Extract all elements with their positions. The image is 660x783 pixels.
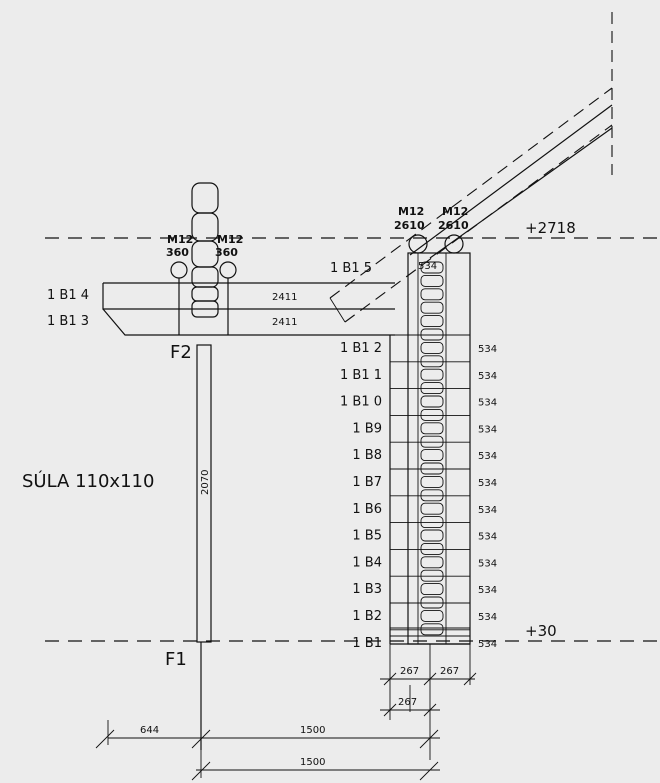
bolt-right-b-length: 2610 — [438, 219, 469, 232]
stack-length: 534 — [478, 451, 497, 462]
bolt-left-a-type: M12 — [167, 233, 193, 246]
stack-block — [420, 569, 444, 582]
stack-block — [420, 489, 444, 502]
stack-length: 534 — [478, 424, 497, 435]
stack-block — [420, 422, 444, 435]
beam-b14-label: 1 B1 4 — [47, 288, 89, 303]
stack-block — [420, 623, 444, 636]
rafter-dashed-lower — [344, 124, 613, 323]
beam-b14 — [102, 282, 395, 310]
stack-rows — [390, 261, 470, 636]
stack-block — [420, 315, 444, 328]
stack-block — [420, 261, 444, 274]
stack-label: 1 B4 — [352, 555, 382, 570]
column-length: 2070 — [200, 470, 211, 495]
stack-block — [420, 516, 444, 529]
dim-left-offset: 644 — [140, 725, 159, 736]
stack-label: 1 B1 — [352, 636, 382, 651]
beam-b15-label: 1 B1 5 — [330, 261, 372, 276]
stack-block — [420, 355, 444, 368]
stack-block — [420, 583, 444, 596]
stack-label: 1 B5 — [352, 529, 382, 544]
stack-label: 1 B1 0 — [340, 395, 382, 410]
stack-block — [420, 408, 444, 421]
stack-label: 1 B9 — [352, 421, 382, 436]
rafter-line-2 — [429, 127, 613, 259]
level-label-bottom: +30 — [525, 622, 557, 640]
stack-width-dims — [380, 644, 477, 760]
stack-length: 534 — [478, 585, 497, 596]
column-label: SÚLA 110x110 — [22, 470, 154, 492]
stack-block — [420, 475, 444, 488]
stack-label: 1 B8 — [352, 448, 382, 463]
stack-length: 534 — [478, 612, 497, 623]
bolt-left-a-length: 360 — [166, 246, 189, 259]
bolt-right-b — [444, 234, 464, 254]
rafter-line-1 — [409, 104, 613, 256]
stack-block — [420, 529, 444, 542]
stack-block — [420, 596, 444, 609]
dim-stack-w2: 267 — [440, 666, 459, 677]
stack-label: 1 B1 2 — [340, 341, 382, 356]
beam-b14-length: 2411 — [272, 292, 297, 303]
stack-block — [420, 382, 444, 395]
stack-block — [420, 462, 444, 475]
stack-block — [420, 449, 444, 462]
stack-block — [420, 301, 444, 314]
stack-length: 534 — [478, 558, 497, 569]
beam-b13-label: 1 B1 3 — [47, 314, 89, 329]
bolt-right-b-type: M12 — [442, 205, 468, 218]
beam-b13-length: 2411 — [272, 317, 297, 328]
stack-label: 1 B2 — [352, 609, 382, 624]
stack-block — [420, 288, 444, 301]
stack-block — [420, 368, 444, 381]
stack-block — [420, 502, 444, 515]
stack-block — [420, 556, 444, 569]
stack-length: 534 — [478, 639, 497, 650]
stack-label: 1 B1 1 — [340, 368, 382, 383]
node-f2-label: F2 — [170, 342, 192, 363]
stack-labels: 1 B1 2 534 1 B1 1 534 1 B1 0 534 1 B9 534 1 B8 53… — [340, 341, 497, 651]
stack-length: 534 — [478, 478, 497, 489]
dim-span-b: 1500 — [300, 757, 325, 768]
bolt-right-a-length: 2610 — [394, 219, 425, 232]
right-stack — [389, 252, 471, 645]
bottom-dims — [95, 720, 440, 781]
stack-length: 534 — [478, 344, 497, 355]
bolt-left-a — [170, 261, 188, 335]
rafter-dashed-upper — [329, 87, 613, 299]
beam-b15-length: 534 — [418, 261, 437, 272]
column — [196, 344, 212, 750]
bolt-left-b-length: 360 — [215, 246, 238, 259]
stack-block — [420, 609, 444, 622]
bolt-left-b — [219, 261, 237, 335]
dim-stack-w3: 267 — [398, 697, 417, 708]
stack-block — [420, 274, 444, 287]
stack-length: 534 — [478, 398, 497, 409]
level-label-top: +2718 — [525, 219, 576, 237]
stack-block — [420, 542, 444, 555]
dim-span-a: 1500 — [300, 725, 325, 736]
stack-block — [420, 328, 444, 341]
bolt-left-b-type: M12 — [217, 233, 243, 246]
stack-block — [420, 435, 444, 448]
stack-label: 1 B7 — [352, 475, 382, 490]
bolt-right-a-type: M12 — [398, 205, 424, 218]
stack-block — [420, 341, 444, 354]
stack-label: 1 B6 — [352, 502, 382, 517]
stack-block — [420, 395, 444, 408]
stack-length: 534 — [478, 371, 497, 382]
stack-length: 534 — [478, 505, 497, 516]
stack-label: 1 B3 — [352, 582, 382, 597]
bolt-right-a — [408, 234, 428, 254]
dim-stack-w1: 267 — [400, 666, 419, 677]
stack-length: 534 — [478, 532, 497, 543]
beam-b13 — [102, 308, 395, 336]
roof-slope — [329, 12, 613, 323]
node-f1-label: F1 — [165, 649, 187, 670]
